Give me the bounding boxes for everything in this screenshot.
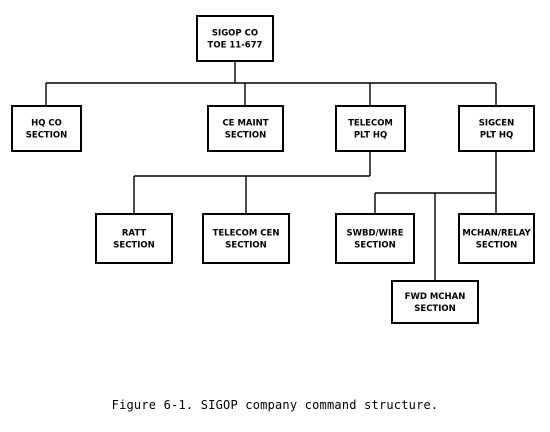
org-box-telecom-cen: TELECOM CEN SECTION (202, 213, 290, 264)
org-box-frame (458, 105, 535, 152)
org-box-label: RATT (122, 229, 146, 239)
org-box-label: SECTION (26, 131, 67, 141)
org-box-frame (196, 15, 274, 62)
org-box-ratt: RATT SECTION (95, 213, 173, 264)
org-box-label: SWBD/WIRE (346, 229, 403, 239)
org-box-frame (458, 213, 535, 264)
org-box-label: SECTION (225, 131, 266, 141)
org-box-sigop-co: SIGOP CO TOE 11-677 (196, 15, 274, 62)
org-box-frame (95, 213, 173, 264)
org-box-swbd-wire: SWBD/WIRE SECTION (335, 213, 415, 264)
org-box-label: PLT HQ (354, 131, 387, 141)
org-box-mchan-relay: MCHAN/RELAY SECTION (458, 213, 535, 264)
org-box-label: TELECOM CEN (213, 229, 280, 239)
org-box-ce-maint: CE MAINT SECTION (207, 105, 284, 152)
org-box-label: MCHAN/RELAY (462, 229, 531, 239)
figure-caption: Figure 6-1. SIGOP company command struct… (111, 398, 439, 412)
org-box-fwd-mchan: FWD MCHAN SECTION (391, 280, 479, 324)
org-boxes: SIGOP CO TOE 11-677 HQ CO SECTION CE MAINT SE… (11, 15, 535, 324)
org-box-frame (391, 280, 479, 324)
org-box-label: SECTION (113, 241, 154, 251)
org-box-frame (11, 105, 82, 152)
org-box-frame (202, 213, 290, 264)
org-box-label: PLT HQ (480, 131, 513, 141)
org-box-label: SECTION (414, 304, 455, 314)
org-box-frame (335, 105, 406, 152)
org-box-label: TOE 11-677 (208, 41, 263, 51)
org-box-label: SIGOP CO (212, 29, 258, 39)
org-box-sigcen-plt: SIGCEN PLT HQ (458, 105, 535, 152)
org-box-label: HQ CO (31, 119, 62, 129)
org-box-label: FWD MCHAN (405, 292, 466, 302)
org-box-label: SECTION (476, 241, 517, 251)
org-box-frame (335, 213, 415, 264)
org-box-label: SECTION (225, 241, 266, 251)
org-box-label: TELECOM (348, 119, 393, 129)
org-box-label: CE MAINT (222, 119, 268, 129)
org-box-telecom-plt: TELECOM PLT HQ (335, 105, 406, 152)
org-box-frame (207, 105, 284, 152)
connector-lines (45, 61, 497, 281)
org-box-label: SIGCEN (479, 119, 514, 129)
org-box-label: SECTION (354, 241, 395, 251)
org-box-hq-co: HQ CO SECTION (11, 105, 82, 152)
